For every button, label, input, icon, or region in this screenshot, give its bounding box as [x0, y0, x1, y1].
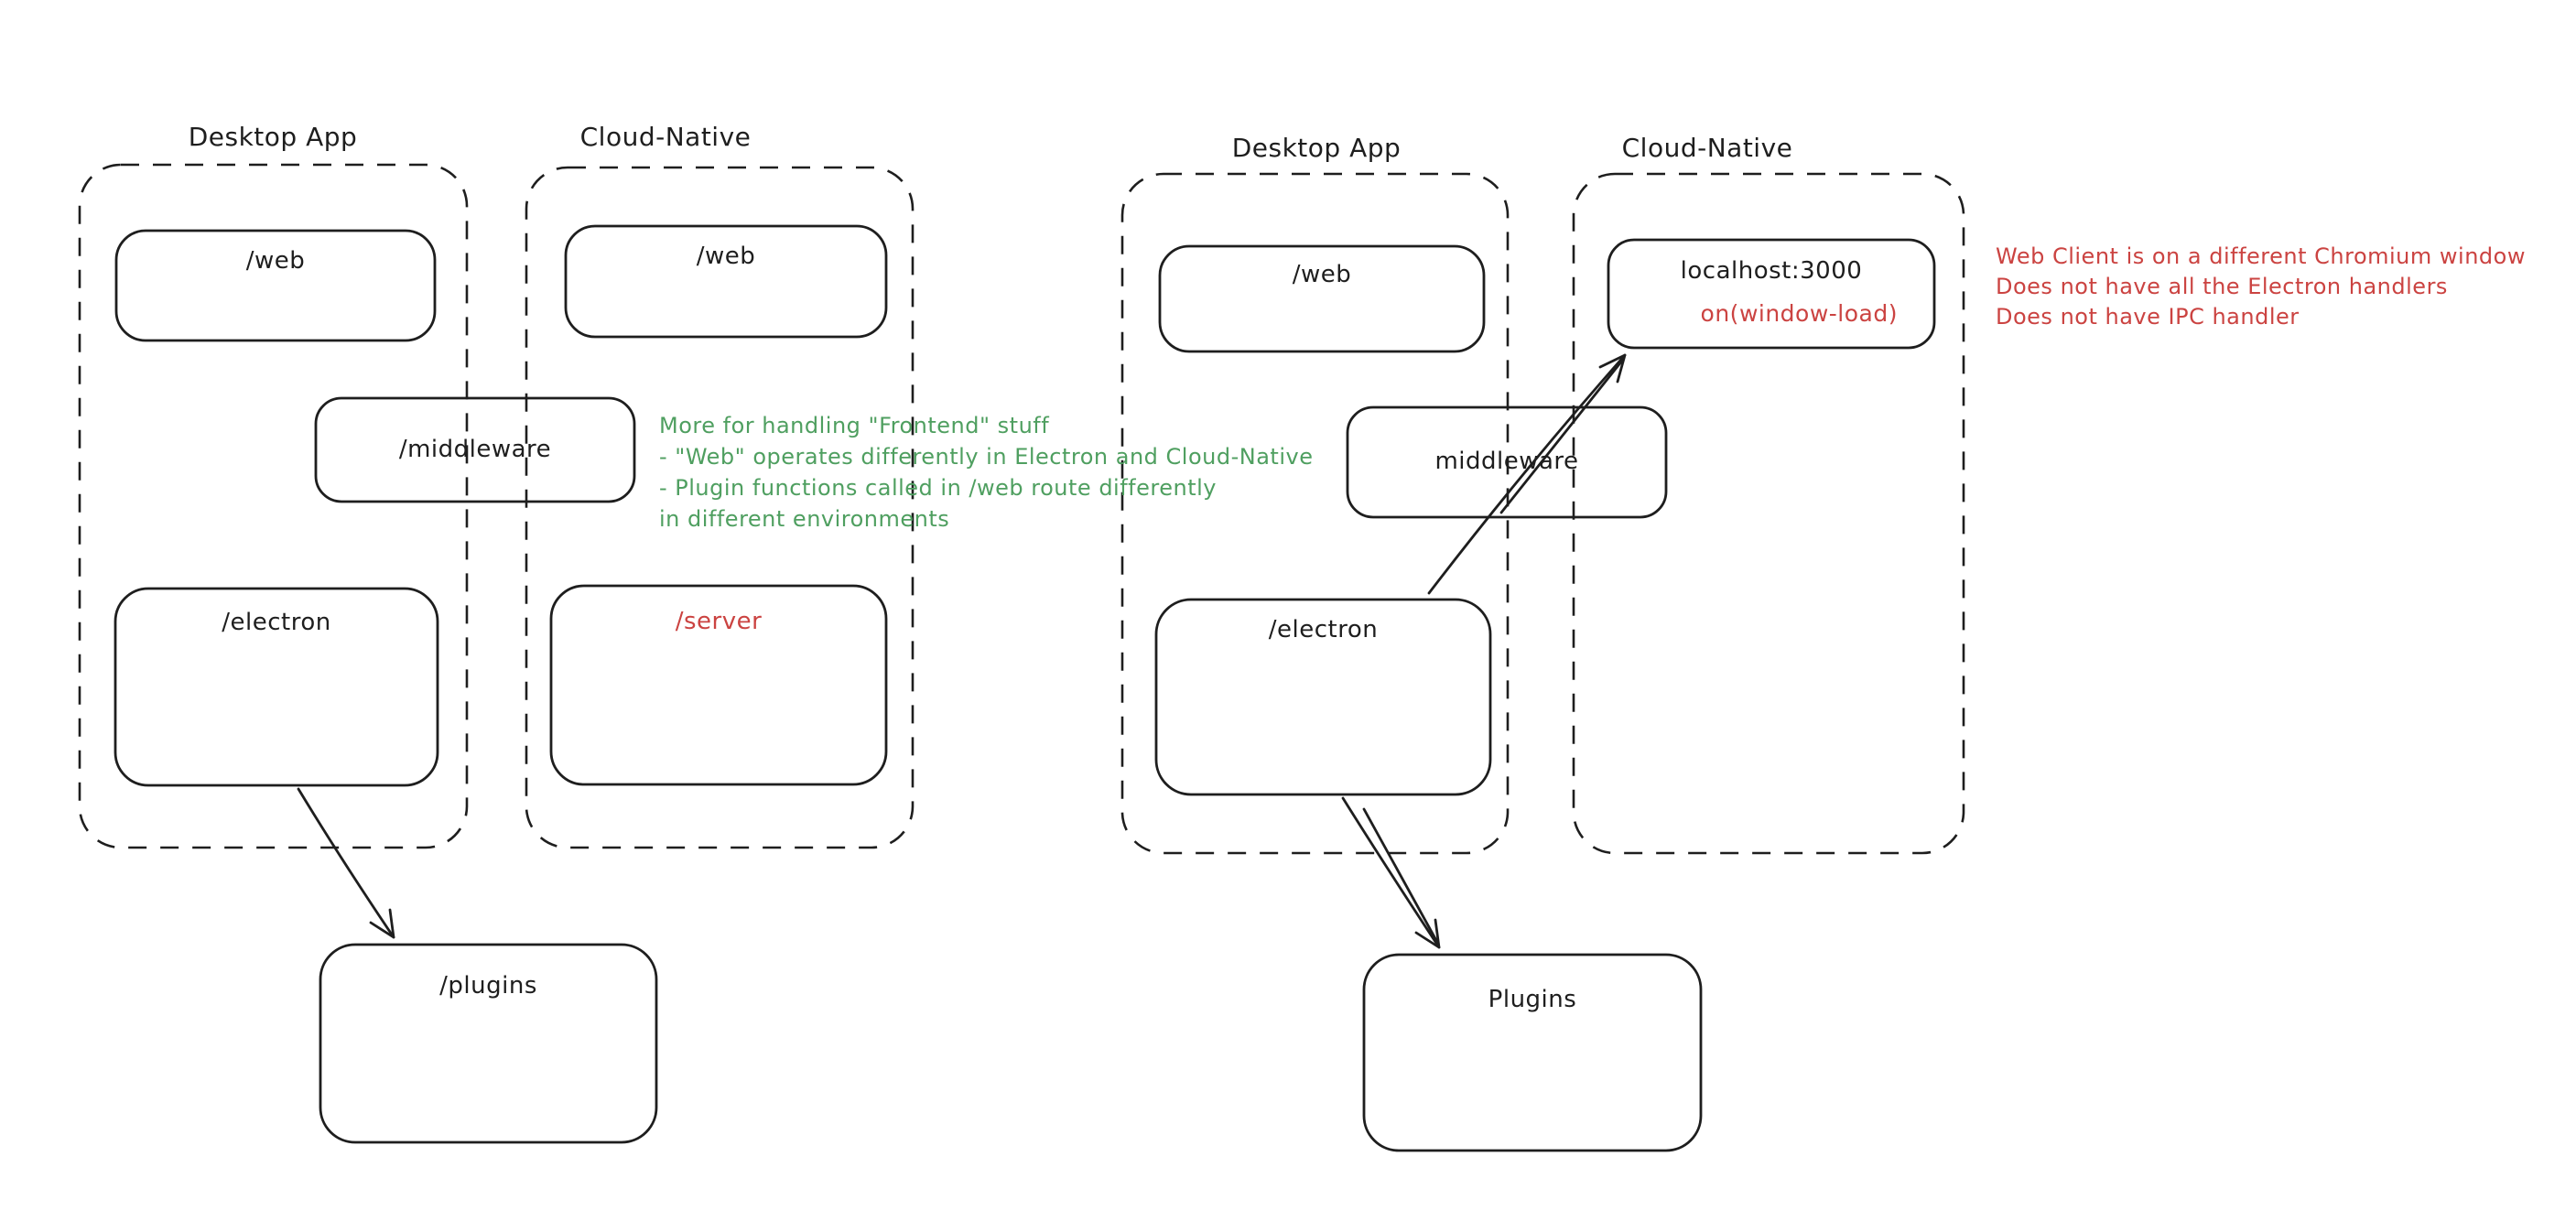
- label-middleware-right: middleware: [1434, 448, 1579, 475]
- label-window-load-right: on(window-load): [1700, 300, 1898, 327]
- label-electron-left: /electron: [222, 609, 331, 636]
- box-electron-right[interactable]: [1154, 598, 1492, 796]
- label-web-right: /web: [1292, 261, 1352, 288]
- box-electron-left[interactable]: [114, 587, 439, 787]
- box-server-left[interactable]: [549, 584, 888, 786]
- label-plugins-left: /plugins: [439, 972, 537, 1000]
- red-note-line-1: Web Client is on a different Chromium wi…: [1996, 243, 2526, 269]
- box-web-desktop-left[interactable]: [114, 229, 437, 342]
- label-plugins-right: Plugins: [1488, 986, 1577, 1013]
- green-note-line-3: - Plugin functions called in /web route …: [659, 475, 1217, 501]
- container-cloud-native-right[interactable]: [1572, 172, 1965, 855]
- title-cloud-native-right[interactable]: Cloud-Native: [1621, 133, 1793, 163]
- title-desktop-app-right[interactable]: Desktop App: [1231, 133, 1402, 163]
- title-cloud-native-left[interactable]: Cloud-Native: [579, 122, 752, 152]
- green-note-line-4: in different environments: [659, 506, 950, 532]
- box-localhost-right[interactable]: [1607, 238, 1936, 350]
- red-note-line-3: Does not have IPC handler: [1996, 304, 2300, 330]
- container-cloud-native-left[interactable]: [525, 166, 915, 849]
- box-middleware-left[interactable]: [314, 396, 636, 503]
- red-note-line-2: Does not have all the Electron handlers: [1996, 274, 2448, 299]
- title-desktop-app-left[interactable]: Desktop App: [188, 122, 358, 152]
- box-plugins-right[interactable]: [1362, 953, 1703, 1152]
- label-electron-right: /electron: [1268, 616, 1379, 643]
- box-web-right[interactable]: [1158, 244, 1486, 353]
- label-localhost-right: localhost:3000: [1680, 257, 1863, 285]
- arrow-electron-to-localhost-right[interactable]: [1427, 353, 1627, 595]
- green-note[interactable]: More for handling "Frontend" stuff - "We…: [659, 410, 1313, 535]
- green-note-line-1: More for handling "Frontend" stuff: [659, 413, 1050, 438]
- box-web-cloud-left[interactable]: [564, 224, 888, 339]
- container-desktop-app-left[interactable]: [78, 163, 469, 849]
- label-middleware-left: /middleware: [398, 436, 552, 463]
- red-note[interactable]: Web Client is on a different Chromium wi…: [1996, 242, 2526, 332]
- label-web-cloud-left: /web: [696, 243, 756, 270]
- label-web-desktop-left: /web: [245, 247, 306, 275]
- arrow-electron-to-plugins-left[interactable]: [297, 787, 395, 939]
- box-plugins-left[interactable]: [319, 943, 658, 1144]
- green-note-line-2: - "Web" operates differently in Electron…: [659, 444, 1314, 470]
- arrow-electron-to-plugins-right[interactable]: [1341, 796, 1441, 949]
- label-server-left: /server: [675, 608, 763, 635]
- box-middleware-right[interactable]: [1346, 405, 1668, 519]
